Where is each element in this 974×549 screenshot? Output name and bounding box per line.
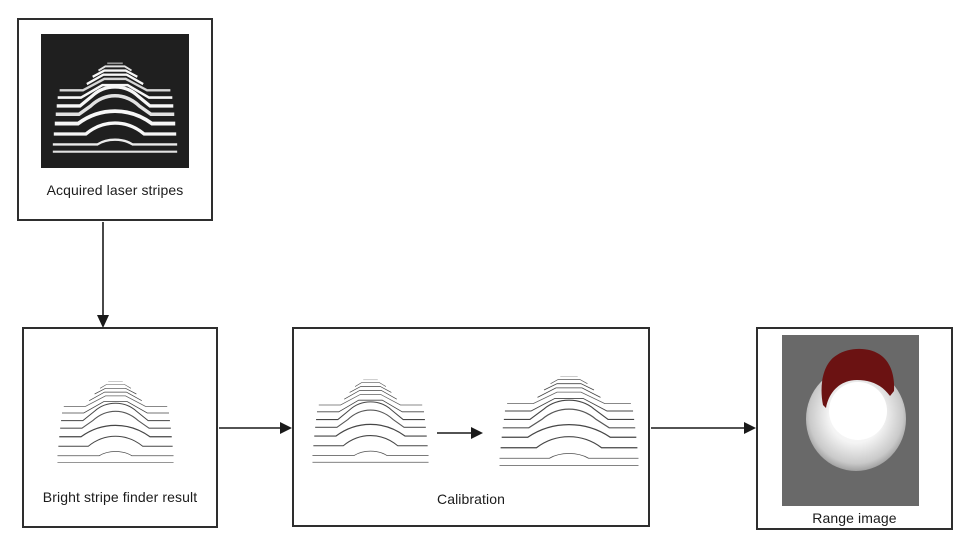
stripe-path	[54, 109, 176, 126]
node-label-calibration: Calibration	[436, 491, 506, 507]
node-label-acquired: Acquired laser stripes	[46, 182, 184, 198]
stripe-path	[550, 379, 588, 384]
stripe-path	[354, 382, 387, 387]
range-red-region	[821, 348, 895, 408]
acquired-stripes-image	[41, 34, 189, 168]
arrow-acquired-to-bright	[97, 222, 109, 328]
stripe-path	[312, 450, 429, 456]
stripe-path	[504, 397, 634, 412]
range-highlight	[829, 382, 887, 440]
stripe-path	[507, 391, 631, 405]
stripe-path	[57, 451, 174, 457]
arrow-calibration-to-range	[651, 422, 756, 434]
node-label-range: Range image	[812, 510, 897, 526]
calibration-output-graphic	[493, 369, 645, 474]
stripe-path	[503, 399, 635, 420]
stripe-path	[313, 435, 428, 447]
stripe-path	[52, 138, 178, 146]
stripe-path	[315, 409, 426, 428]
node-calibration: Calibration	[292, 327, 650, 527]
stripe-path	[316, 399, 425, 413]
stripe-path	[59, 424, 172, 438]
stripe-path	[89, 391, 142, 401]
stripe-path	[349, 386, 392, 393]
stripe-path	[543, 383, 595, 391]
stripe-path	[56, 85, 174, 108]
stripe-path	[59, 77, 171, 92]
stripe-path	[501, 423, 637, 438]
stripe-path	[63, 395, 168, 407]
stripe-path	[344, 390, 397, 400]
node-label-bright: Bright stripe finder result	[42, 489, 198, 505]
stripe-path	[61, 402, 170, 422]
stripe-path	[318, 393, 423, 406]
stripe-path	[502, 408, 636, 429]
stripe-path	[314, 423, 427, 437]
stripe-path	[55, 94, 175, 117]
stripe-path	[94, 387, 137, 395]
stripe-path	[99, 384, 132, 389]
stripe-path	[92, 69, 138, 78]
calibration-input-graphic	[307, 373, 434, 470]
stripe-path	[57, 83, 173, 99]
stripe-path	[53, 121, 177, 136]
node-range-image: Range image	[756, 327, 953, 530]
stripe-path	[537, 387, 601, 398]
stripe-path	[61, 401, 170, 414]
node-bright-stripe-finder: Bright stripe finder result	[22, 327, 218, 528]
stripe-path	[98, 65, 132, 72]
arrow-bright-to-calibration	[219, 422, 292, 434]
node-acquired-laser-stripes: Acquired laser stripes	[17, 18, 213, 221]
stripe-path	[86, 73, 144, 86]
stripe-path	[500, 436, 638, 449]
stripe-path	[499, 453, 639, 459]
bright-stripe-finder-graphic	[52, 375, 179, 470]
stripe-path	[58, 435, 173, 447]
stripe-path	[316, 401, 425, 421]
stripe-path	[60, 410, 171, 429]
range-render	[782, 335, 919, 506]
laser-stripes-graphic	[47, 56, 183, 160]
